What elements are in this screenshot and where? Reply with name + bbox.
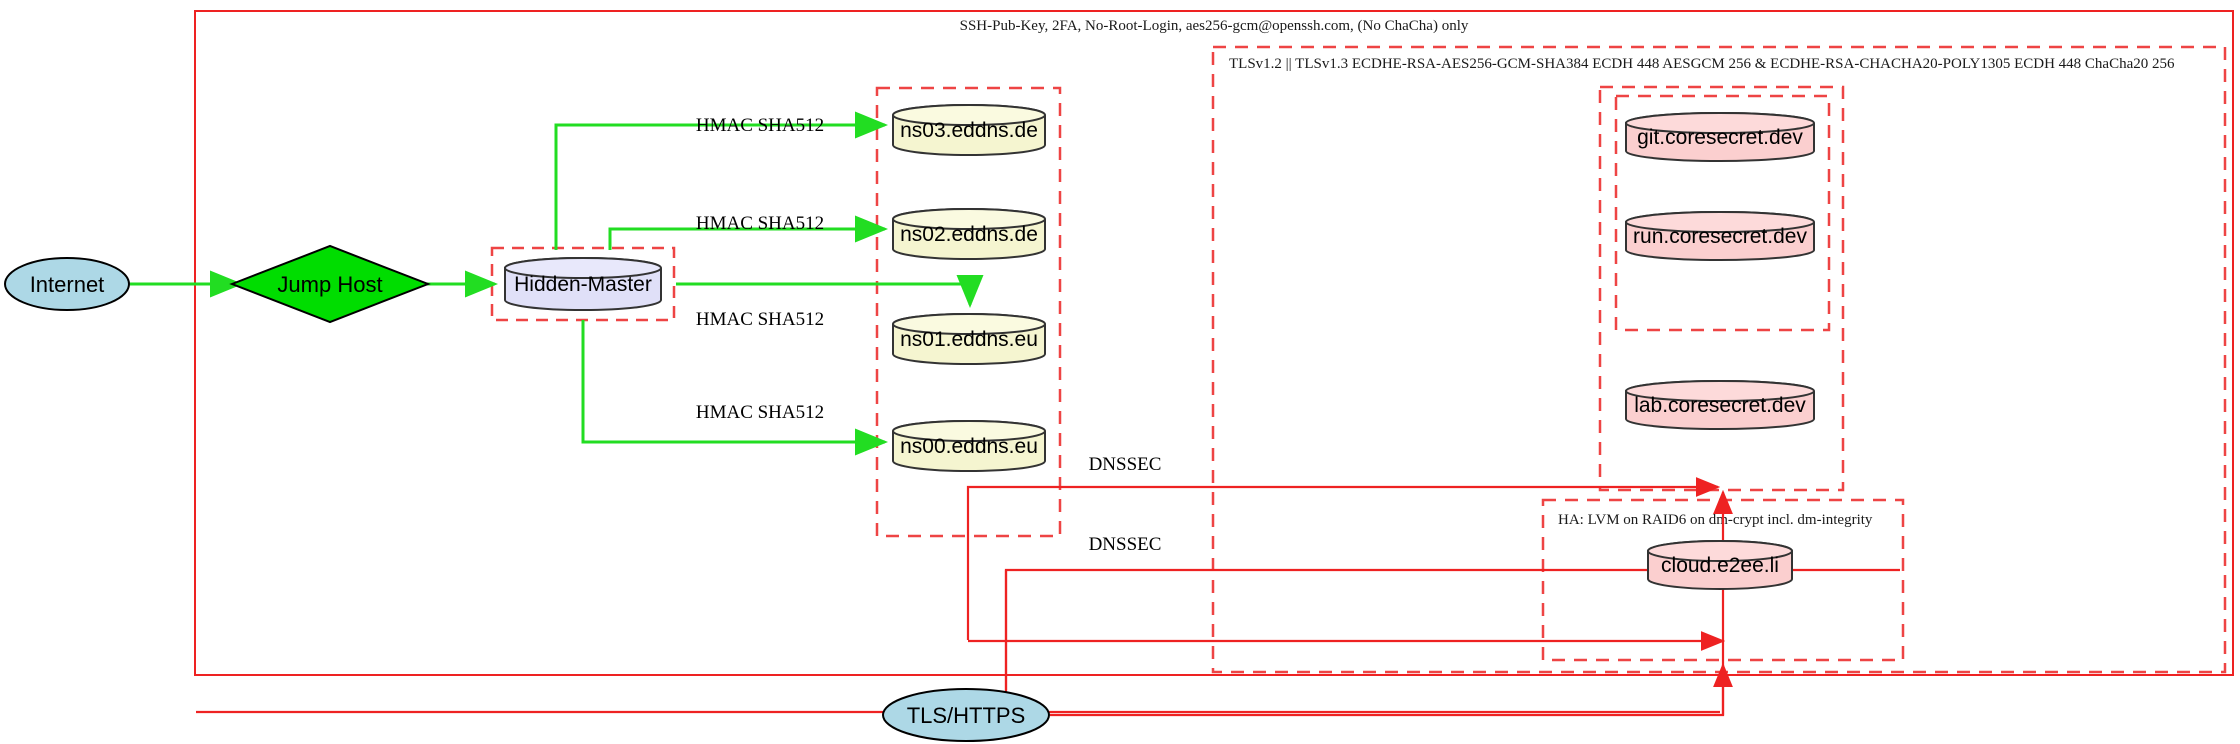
node-lab-coresecret[interactable]: lab.coresecret.dev: [1625, 380, 1815, 430]
nameserver-boundary-box: [875, 86, 1062, 538]
edge-master-to-ns02: [608, 215, 888, 250]
node-ns03[interactable]: ns03.eddns.de: [892, 104, 1046, 156]
edge-label-hmac-ns03: HMAC SHA512: [696, 115, 824, 136]
node-cloud-e2ee-label: cloud.e2ee.li: [1661, 554, 1779, 577]
node-jump-host-label: Jump Host: [277, 272, 382, 297]
node-internet[interactable]: Internet: [4, 257, 130, 311]
node-ns01[interactable]: ns01.eddns.eu: [892, 313, 1046, 365]
edge-label-hmac-ns02: HMAC SHA512: [696, 213, 824, 234]
ssh-boundary-label: SSH-Pub-Key, 2FA, No-Root-Login, aes256-…: [960, 18, 1469, 34]
node-run-coresecret[interactable]: run.coresecret.dev: [1625, 211, 1815, 261]
tls-boundary-label: TLSv1.2 || TLSv1.3 ECDHE-RSA-AES256-GCM-…: [1229, 56, 2175, 72]
node-git-coresecret[interactable]: git.coresecret.dev: [1625, 112, 1815, 162]
edge-dnssec-upper: [966, 477, 1721, 640]
node-ns02[interactable]: ns02.eddns.de: [892, 208, 1046, 260]
edge-label-hmac-ns01: HMAC SHA512: [696, 309, 824, 330]
coresecret-inner-box: [1614, 94, 1831, 332]
node-ns00[interactable]: ns00.eddns.eu: [892, 420, 1046, 472]
node-tls-https[interactable]: TLS/HTTPS: [882, 688, 1050, 742]
node-jump-host[interactable]: Jump Host: [229, 244, 431, 324]
node-ns00-label: ns00.eddns.eu: [900, 435, 1038, 458]
node-git-coresecret-label: git.coresecret.dev: [1637, 126, 1803, 149]
ssh-boundary-box: [194, 10, 2234, 676]
node-tls-https-label: TLS/HTTPS: [907, 703, 1026, 728]
edge-master-to-ns00: [581, 320, 888, 456]
ha-boundary-label: HA: LVM on RAID6 on dm-crypt incl. dm-in…: [1558, 512, 1873, 528]
node-ns01-label: ns01.eddns.eu: [900, 328, 1038, 351]
node-lab-coresecret-label: lab.coresecret.dev: [1634, 394, 1806, 417]
node-internet-label: Internet: [30, 272, 105, 297]
node-hidden-master-label: Hidden-Master: [514, 273, 652, 296]
node-hidden-master[interactable]: Hidden-Master: [504, 257, 662, 311]
node-cloud-e2ee[interactable]: cloud.e2ee.li: [1647, 540, 1793, 590]
node-run-coresecret-label: run.coresecret.dev: [1633, 225, 1807, 248]
edge-master-to-ns01: [676, 275, 984, 308]
edge-label-dnssec-2: DNSSEC: [1089, 534, 1162, 555]
edge-label-dnssec-1: DNSSEC: [1089, 454, 1162, 475]
edge-label-hmac-ns00: HMAC SHA512: [696, 402, 824, 423]
edge-master-to-ns03: [554, 111, 888, 250]
coresecret-outer-box: [1598, 85, 1845, 492]
node-ns02-label: ns02.eddns.de: [900, 223, 1038, 246]
node-ns03-label: ns03.eddns.de: [900, 119, 1038, 142]
